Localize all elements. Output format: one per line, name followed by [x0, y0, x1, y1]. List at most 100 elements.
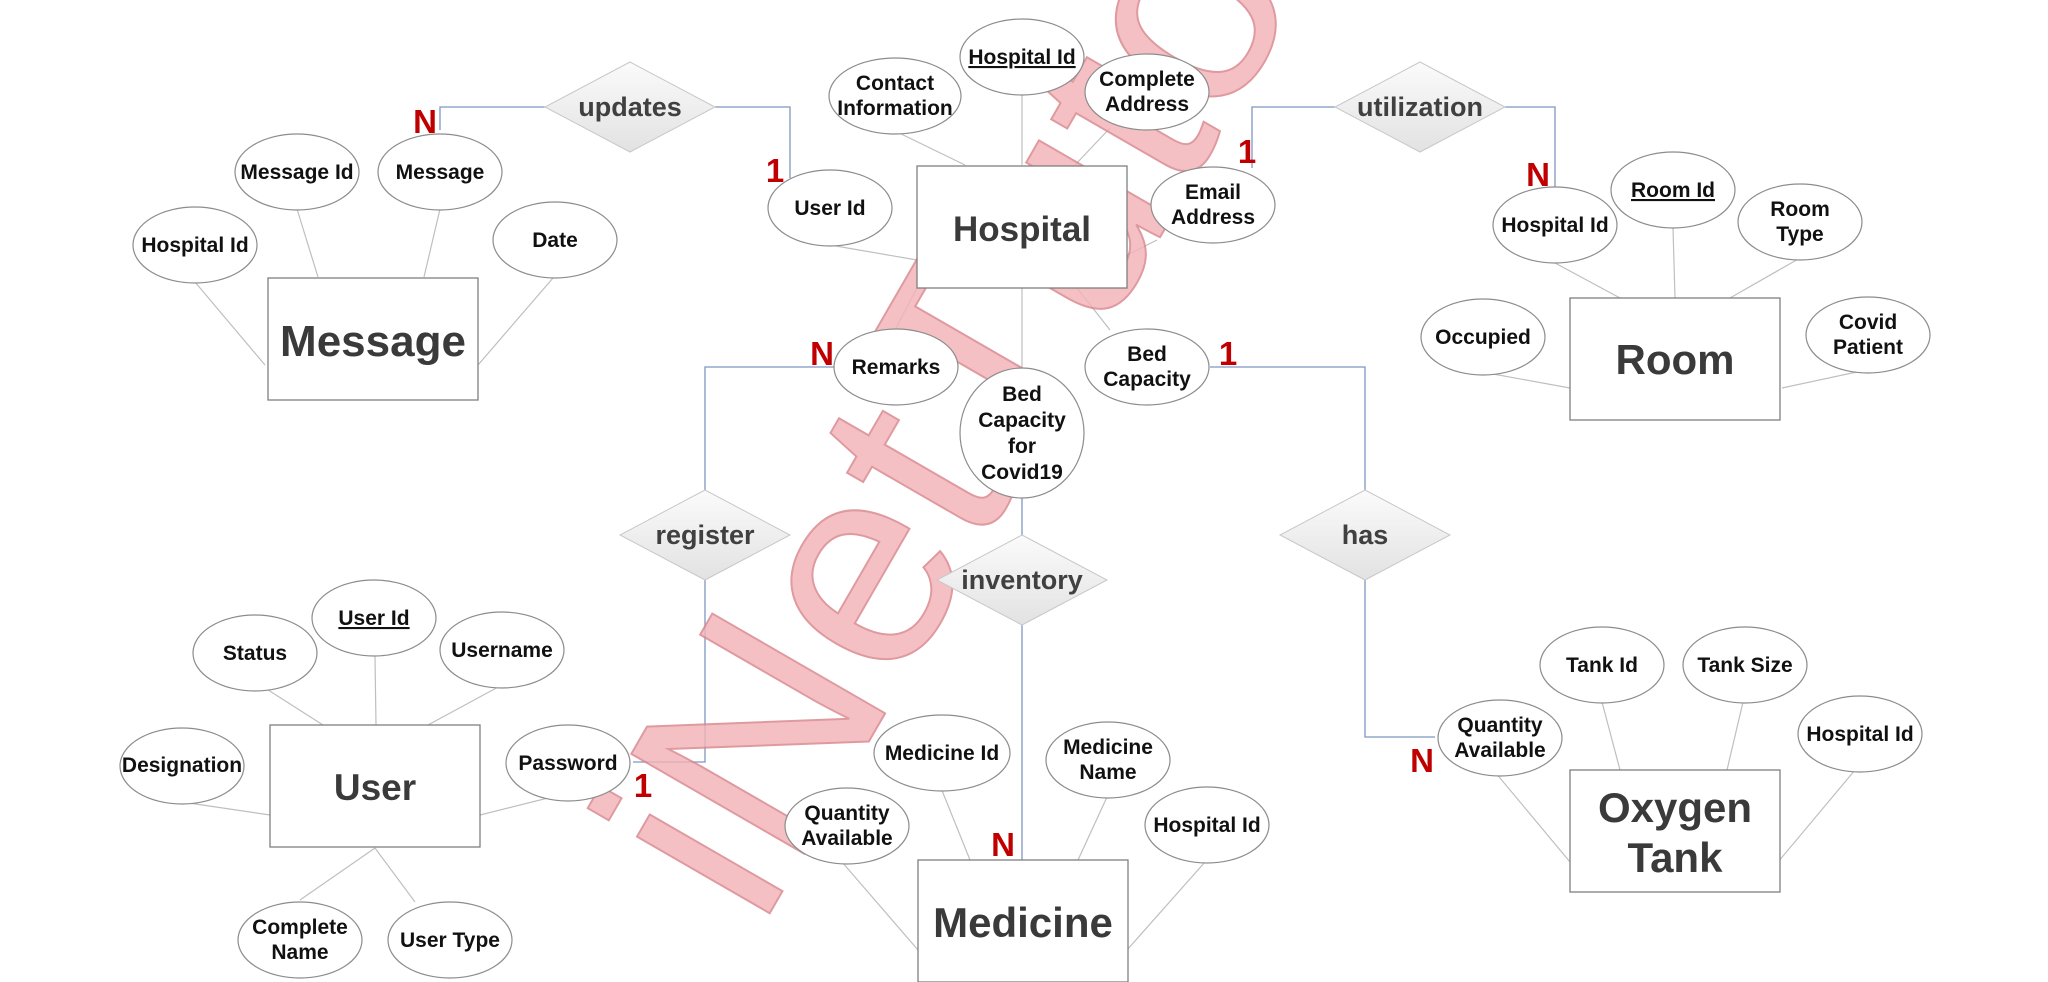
- attr-label: Designation: [122, 754, 242, 777]
- attr-label: Message: [396, 161, 485, 184]
- attr-user-user-id[interactable]: User Id: [311, 579, 437, 657]
- attr-label: Tank Size: [1697, 654, 1792, 677]
- attr-message-message[interactable]: Message: [377, 133, 503, 211]
- attr-label-line-1: Covid: [1839, 311, 1897, 334]
- attr-label-line-1: Medicine: [1063, 736, 1153, 759]
- attr-room-hospital-id[interactable]: Hospital Id: [1492, 186, 1618, 264]
- attr-label-line-1: Email: [1185, 181, 1241, 204]
- entity-hospital-label: Hospital: [953, 210, 1091, 249]
- relationship-has[interactable]: has: [1278, 489, 1452, 581]
- cardinality-inventory-medicine: N: [991, 826, 1015, 863]
- attr-label: Medicine Id: [885, 742, 999, 765]
- attr-label: User Id: [794, 197, 865, 220]
- attr-label: Username: [451, 639, 553, 662]
- attr-user-status[interactable]: Status: [192, 614, 318, 692]
- attr-label-line-1: Complete: [252, 916, 348, 939]
- attr-label-line-2: Capacity: [978, 409, 1066, 432]
- attr-label-key: Room Id: [1631, 179, 1715, 202]
- cardinality-labels: N 1 1 N N 1 1 N N: [413, 103, 1550, 863]
- attr-label: Date: [532, 229, 578, 252]
- attr-label-line-4: Covid19: [981, 461, 1063, 484]
- attr-hospital-bed-capacity-covid19[interactable]: Bed Capacity for Covid19: [959, 367, 1085, 499]
- attr-user-user-type[interactable]: User Type: [387, 901, 513, 979]
- cardinality-has-hospital: 1: [1219, 335, 1237, 372]
- attr-label-line-1: Room: [1770, 198, 1830, 221]
- entity-message-label: Message: [280, 317, 466, 366]
- attr-label-line-2: Information: [837, 97, 953, 120]
- attr-message-hospital-id[interactable]: Hospital Id: [132, 206, 258, 284]
- relationship-register-label: register: [655, 520, 755, 550]
- entity-oxygen-tank-label-line-1: Oxygen: [1598, 784, 1752, 831]
- attr-user-password[interactable]: Password: [505, 724, 631, 802]
- attr-label-line-2: Available: [1454, 739, 1545, 762]
- attr-label-line-2: Name: [1079, 761, 1136, 784]
- attr-room-covid-patient[interactable]: Covid Patient: [1805, 296, 1931, 374]
- attr-label-line-2: Patient: [1833, 336, 1903, 359]
- attr-room-room-id[interactable]: Room Id: [1610, 151, 1736, 229]
- attr-message-message-id[interactable]: Message Id: [234, 133, 360, 211]
- attr-hospital-email-address[interactable]: Email Address: [1150, 166, 1276, 244]
- entity-oxygen-tank[interactable]: Oxygen Tank: [1569, 769, 1781, 893]
- attr-label-line-1: Bed: [1127, 343, 1167, 366]
- attr-oxygen-tank-quantity-available[interactable]: Quantity Available: [1437, 699, 1563, 777]
- attr-oxygen-tank-tank-size[interactable]: Tank Size: [1682, 626, 1808, 704]
- attr-oxygen-tank-hospital-id[interactable]: Hospital Id: [1797, 695, 1923, 773]
- relationship-inventory[interactable]: inventory: [935, 534, 1109, 626]
- attr-label-line-2: Address: [1171, 206, 1255, 229]
- attr-label-line-1: Quantity: [1457, 714, 1542, 737]
- attr-hospital-bed-capacity[interactable]: Bed Capacity: [1084, 328, 1210, 406]
- entity-message[interactable]: Message: [267, 277, 479, 401]
- attr-label: Hospital Id: [1153, 814, 1260, 837]
- relationship-inventory-label: inventory: [961, 565, 1083, 595]
- cardinality-updates-user: 1: [766, 152, 784, 189]
- cardinality-utilization-room: N: [1526, 156, 1550, 193]
- relationship-updates-label: updates: [578, 92, 682, 122]
- attr-label: Remarks: [852, 356, 941, 379]
- relationship-register[interactable]: register: [618, 489, 792, 581]
- relationship-lines: [439, 106, 1556, 860]
- cardinality-has-oxygen: N: [1410, 742, 1434, 779]
- entity-medicine-label: Medicine: [933, 899, 1113, 946]
- relationship-has-label: has: [1342, 520, 1389, 550]
- attr-medicine-medicine-name[interactable]: Medicine Name: [1045, 721, 1171, 799]
- attr-label-line-3: for: [1008, 435, 1036, 458]
- attr-user-designation[interactable]: Designation: [119, 727, 245, 805]
- attr-label-line-1: Quantity: [804, 802, 889, 825]
- attr-label-line-1: Complete: [1099, 68, 1195, 91]
- attr-label: Tank Id: [1566, 654, 1638, 677]
- attr-hospital-complete-address[interactable]: Complete Address: [1084, 53, 1210, 131]
- attr-label-line-2: Address: [1105, 93, 1189, 116]
- attr-hospital-user-id[interactable]: User Id: [767, 169, 893, 247]
- attr-medicine-quantity-available[interactable]: Quantity Available: [784, 787, 910, 865]
- attr-message-date[interactable]: Date: [492, 201, 618, 279]
- entity-user[interactable]: User: [269, 724, 481, 848]
- attr-label-line-2: Type: [1776, 223, 1823, 246]
- attr-room-room-type[interactable]: Room Type: [1737, 183, 1863, 261]
- attr-medicine-medicine-id[interactable]: Medicine Id: [873, 714, 1011, 792]
- attr-user-username[interactable]: Username: [439, 611, 565, 689]
- attr-label-line-2: Name: [271, 941, 328, 964]
- attr-medicine-hospital-id[interactable]: Hospital Id: [1144, 786, 1270, 864]
- entity-hospital[interactable]: Hospital: [916, 165, 1128, 289]
- attr-label: Status: [223, 642, 287, 665]
- entity-room-label: Room: [1616, 336, 1735, 383]
- attr-label: Message Id: [240, 161, 353, 184]
- attr-hospital-remarks[interactable]: Remarks: [833, 328, 959, 406]
- cardinality-register-hospital: N: [810, 335, 834, 372]
- attribute-connectors: [181, 95, 1867, 951]
- attr-room-occupied[interactable]: Occupied: [1420, 298, 1546, 376]
- attr-hospital-hospital-id[interactable]: Hospital Id: [959, 18, 1085, 96]
- entity-room[interactable]: Room: [1569, 297, 1781, 421]
- attr-oxygen-tank-tank-id[interactable]: Tank Id: [1539, 626, 1665, 704]
- entity-oxygen-tank-label-line-2: Tank: [1628, 834, 1724, 881]
- relationship-utilization-label: utilization: [1357, 92, 1483, 122]
- entity-medicine[interactable]: Medicine: [917, 859, 1129, 982]
- attr-label: Hospital Id: [141, 234, 248, 257]
- attr-label: Password: [518, 752, 617, 775]
- attr-hospital-contact-information[interactable]: Contact Information: [828, 57, 962, 135]
- attr-label-key: User Id: [338, 607, 409, 630]
- attr-label-line-2: Available: [801, 827, 892, 850]
- relationship-updates[interactable]: updates: [543, 61, 717, 153]
- relationship-utilization[interactable]: utilization: [1333, 61, 1507, 153]
- attr-user-complete-name[interactable]: Complete Name: [237, 901, 363, 979]
